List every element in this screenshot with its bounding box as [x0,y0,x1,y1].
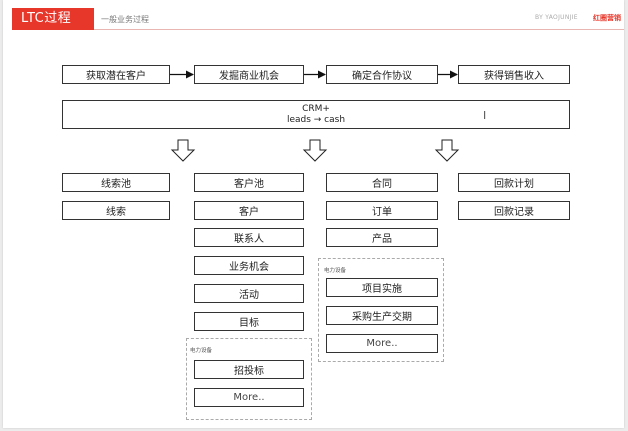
item-lead-pool: 线索池 [62,173,170,192]
item-customer: 客户 [194,201,304,220]
item-order: 订单 [326,201,438,220]
item-customer-pool: 客户池 [194,173,304,192]
crm-title: CRM+ [302,103,330,114]
item-payment-record: 回款记录 [458,201,570,220]
item-bidding: 招投标 [194,360,304,379]
item-payment-plan: 回款计划 [458,173,570,192]
stage-box-4: 获得销售收入 [458,65,570,84]
item-opportunity: 业务机会 [194,256,304,275]
ext-label-col3: 电力设备 [324,268,347,274]
crm-subtitle: leads → cash [286,114,346,125]
item-lead: 线索 [62,201,170,220]
item-activity: 活动 [194,284,304,303]
author-credit: BY YAOJUNJIE [535,14,578,21]
stage-box-3: 确定合作协议 [326,65,438,84]
page-title: LTC过程 [12,8,94,30]
header-divider [94,29,624,30]
page-subtitle: 一般业务过程 [101,15,149,24]
stage-box-2: 发掘商业机会 [194,65,304,84]
down-arrow-3 [434,139,460,162]
item-more-col3: More.. [326,334,438,353]
down-arrow-1 [170,139,196,162]
brand-logo: 红圈营销 [593,14,621,22]
ext-group-col3 [318,258,444,362]
item-contract: 合同 [326,173,438,192]
item-contact: 联系人 [194,228,304,247]
crm-box: CRM+ leads → cash [62,100,570,129]
down-arrow-2 [302,139,328,162]
item-procurement: 采购生产交期 [326,306,438,325]
item-project-impl: 项目实施 [326,278,438,297]
ext-label-col2: 电力设备 [190,348,213,354]
item-more-col2: More.. [194,388,304,407]
item-product: 产品 [326,228,438,247]
header: LTC过程 一般业务过程 BY YAOJUNJIE 红圈营销 [3,0,624,33]
item-goal: 目标 [194,312,304,331]
stage-box-1: 获取潜在客户 [62,65,170,84]
text-cursor-icon: I [483,109,487,122]
ext-group-col2 [186,338,312,420]
